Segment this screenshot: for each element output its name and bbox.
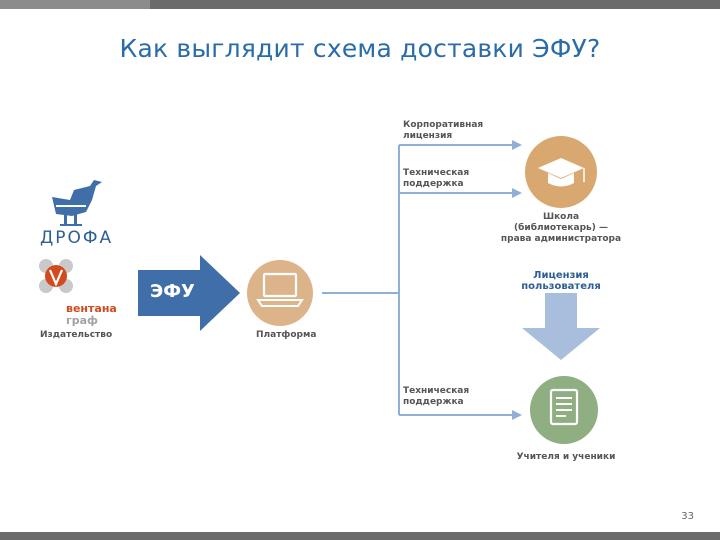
drofa-logo-text: ДРОФА [40, 228, 114, 248]
drofa-bird-icon [52, 180, 102, 226]
user-license-line1: Лицензия [533, 270, 589, 281]
teachers-caption: Учителя и ученики [516, 452, 616, 462]
tech-support-top-label: Техническая поддержка [403, 168, 470, 189]
publisher-caption: Издательство [40, 330, 113, 340]
tech-support-top-arrow [399, 188, 522, 198]
efu-arrow [138, 255, 240, 331]
graf-logo-text: граф [66, 314, 98, 327]
school-caption-line2: (библиотекарь) — [514, 223, 608, 233]
laptop-icon [256, 272, 304, 307]
efu-label: ЭФУ [150, 281, 195, 302]
tech-support-bottom-label: Техническая поддержка [403, 386, 470, 407]
slide-title: Как выглядит схема доставки ЭФУ? [119, 34, 601, 63]
document-icon [549, 388, 579, 426]
tech-support-bottom-arrow [399, 410, 522, 420]
user-license-down-arrow [522, 293, 600, 360]
corporate-license-arrow [399, 140, 522, 150]
top-bar-accent [0, 0, 150, 9]
bottom-bar [0, 532, 720, 540]
user-license-line2: пользователя [521, 281, 601, 292]
top-bar [0, 0, 720, 9]
platform-caption: Платформа [256, 330, 317, 340]
platform-circle [247, 260, 313, 326]
user-license-label: Лицензия пользователя [501, 270, 621, 292]
ventana-graf-logo-icon [39, 259, 73, 293]
corporate-license-label: Корпоративная лицензия [403, 120, 484, 141]
slide-number: 33 [681, 511, 694, 522]
school-caption-line1: Школа [542, 212, 580, 222]
school-caption: Школа (библиотекарь) — права администрат… [491, 212, 631, 245]
ventana-logo-text: вентана [66, 302, 117, 315]
school-caption-line3: права администратора [500, 234, 622, 244]
graduation-cap-icon [538, 158, 585, 187]
